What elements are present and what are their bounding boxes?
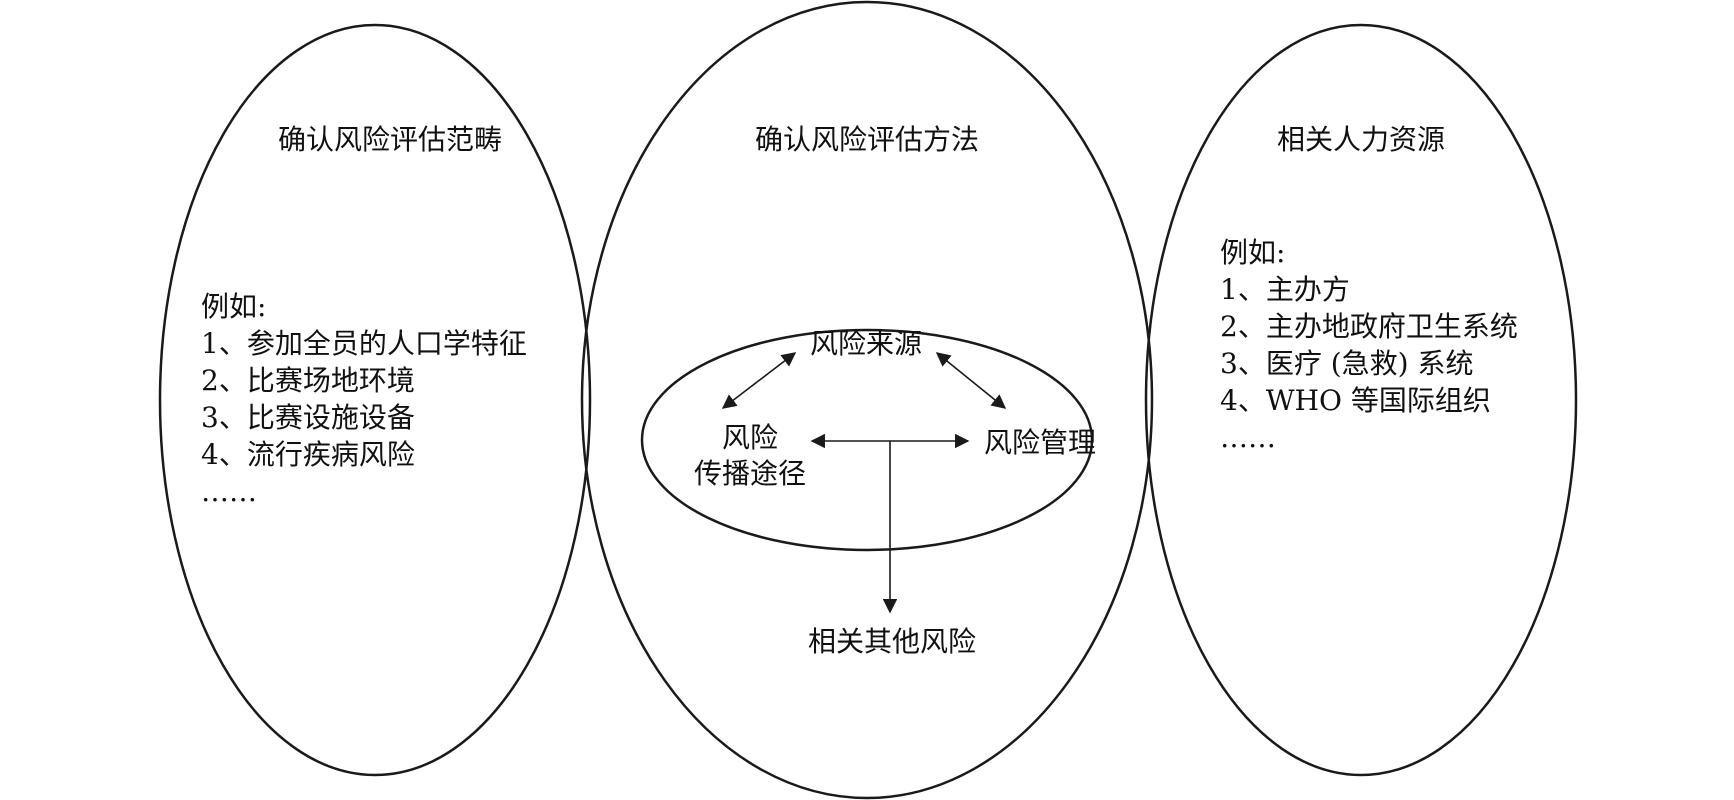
inner-ellipse [640, 328, 1094, 552]
left-intro: 例如: [201, 290, 267, 323]
left-item-1: 1、参加全员的人口学特征 [201, 327, 527, 360]
left-list: 例如: 1、参加全员的人口学特征 2、比赛场地环境 3、比赛设施设备 4、流行疾… [201, 288, 527, 510]
arrow-source-management [935, 352, 1007, 409]
right-intro: 例如: [1220, 236, 1286, 269]
right-item-2: 2、主办地政府卫生系统 [1220, 310, 1518, 343]
right-title: 相关人力资源 [1276, 123, 1446, 156]
right-item-3: 3、医疗 (急救) 系统 [1220, 347, 1474, 380]
inner-left-line1: 风险 [721, 421, 779, 454]
right-list: 例如: 1、主办方 2、主办地政府卫生系统 3、医疗 (急救) 系统 4、WHO… [1220, 234, 1518, 456]
middle-ellipse [580, 0, 1154, 800]
left-title: 确认风险评估范畴 [277, 123, 503, 156]
right-item-1: 1、主办方 [1220, 273, 1350, 306]
left-item-3: 3、比赛设施设备 [201, 401, 415, 434]
left-item-4: 4、流行疾病风险 [201, 438, 415, 471]
inner-top-label: 风险来源 [809, 327, 923, 360]
arrow-source-pathway [721, 352, 797, 409]
right-item-4: 4、WHO 等国际组织 [1220, 384, 1491, 417]
left-item-ellipsis: …… [201, 475, 257, 508]
inner-right-label: 风险管理 [983, 426, 1097, 459]
right-item-ellipsis: …… [1220, 421, 1276, 454]
bottom-label: 相关其他风险 [807, 625, 977, 658]
middle-title: 确认风险评估方法 [754, 123, 980, 156]
inner-left-line2: 传播途径 [693, 457, 807, 490]
left-item-2: 2、比赛场地环境 [201, 364, 415, 397]
right-ellipse [1144, 23, 1578, 777]
left-ellipse [158, 23, 592, 777]
inner-left-label: 风险 传播途径 [694, 420, 806, 492]
